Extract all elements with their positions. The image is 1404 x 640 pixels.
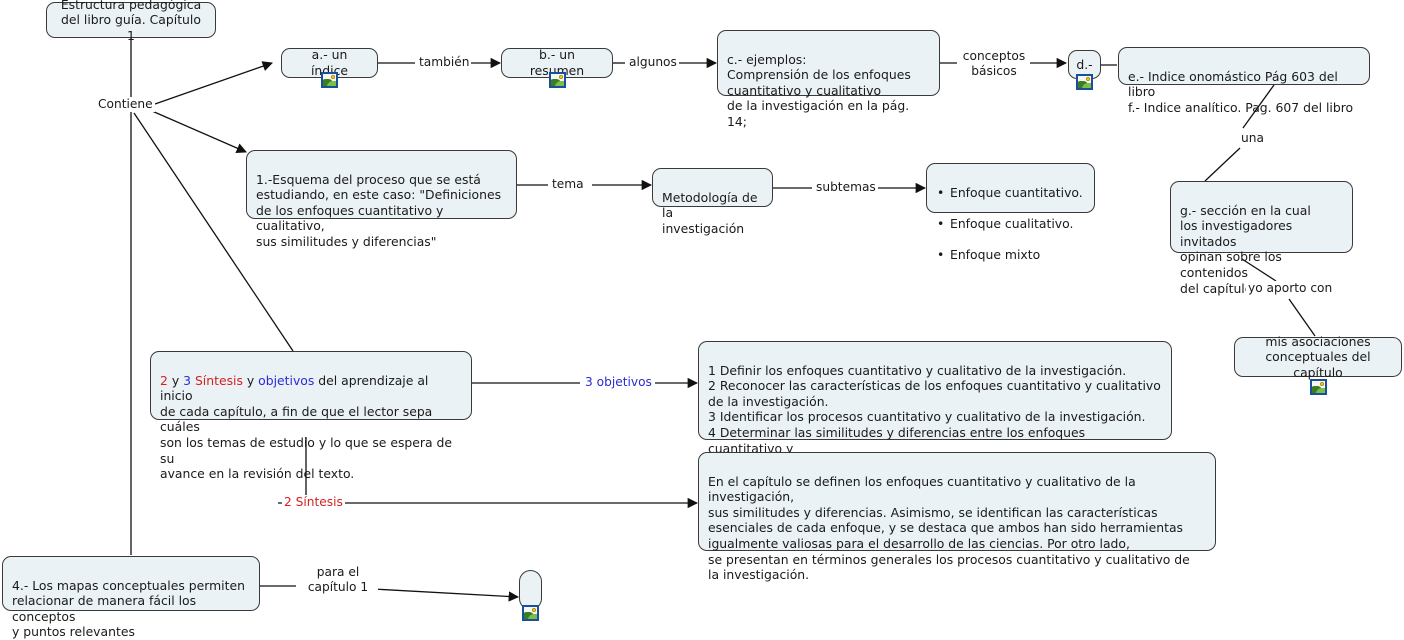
- list-item: Enfoque cuantitativo.: [937, 185, 1086, 201]
- node-d[interactable]: d.-: [1068, 50, 1101, 79]
- node-d-label: d.-: [1076, 56, 1093, 72]
- edge-label-tres-objetivos: 3 objetivos: [583, 375, 654, 390]
- image-icon[interactable]: [1076, 74, 1093, 90]
- edge-label-subtemas: subtemas: [814, 180, 878, 195]
- sun-icon: [532, 608, 536, 612]
- edge-label-contiene: Contiene: [96, 97, 155, 112]
- node-asociaciones-label: mis asociaciones conceptuales del capítu…: [1265, 333, 1371, 380]
- node-indices-ef-label: e.- Indice onomástico Pág 603 del libro …: [1128, 68, 1354, 115]
- node-ejemplos[interactable]: c.- ejemplos: Comprensión de los enfoque…: [717, 30, 940, 129]
- edge-una-seccion: [1204, 147, 1241, 182]
- node-indice[interactable]: a.- un índice: [281, 47, 378, 78]
- list-item: Enfoque cualitativo.: [937, 216, 1086, 232]
- node-asociaciones[interactable]: mis asociaciones conceptuales del capítu…: [1234, 334, 1402, 380]
- edge-label-algunos: algunos: [627, 55, 679, 70]
- sintesis-objetivos-conj2: y: [242, 372, 259, 388]
- hill-right-icon: [327, 81, 336, 86]
- edge-label-conceptos-basicos: conceptos básicos: [958, 49, 1030, 78]
- node-subtemas-list[interactable]: Enfoque cuantitativo. Enfoque cualitativ…: [926, 163, 1095, 262]
- hill-right-icon: [1316, 388, 1325, 393]
- node-indice-label: a.- un índice: [310, 47, 349, 78]
- sun-icon: [559, 75, 563, 79]
- node-indices-ef[interactable]: e.- Indice onomástico Pág 603 del libro …: [1118, 47, 1370, 115]
- edge-parael-capitulo: [372, 588, 520, 602]
- edge-contiene-esquema: [151, 110, 247, 154]
- edge-contiene-indice: [154, 61, 273, 105]
- hill-right-icon: [528, 614, 537, 619]
- node-metodologia-label: Metodología de la investigación: [662, 189, 758, 236]
- edge-label-una: una: [1239, 131, 1266, 146]
- sintesis-objetivos-conj1: y: [167, 372, 184, 388]
- sintesis-objetivos-rest: del aprendizaje al inicio de cada capítu…: [160, 372, 453, 482]
- node-esquema[interactable]: 1.-Esquema del proceso que se está estud…: [246, 150, 517, 249]
- edge-yoaporto-asociaciones: [1288, 298, 1316, 337]
- hill-right-icon: [555, 81, 564, 86]
- sintesis-objetivos-num3: 3: [183, 372, 191, 388]
- node-root[interactable]: Estructura pedagógica del libro guía. Ca…: [46, 0, 216, 43]
- node-esquema-label: 1.-Esquema del proceso que se está estud…: [256, 171, 502, 249]
- node-mapas-label: 4.- Los mapas conceptuales permiten rela…: [12, 577, 245, 640]
- node-mapas[interactable]: 4.- Los mapas conceptuales permiten rela…: [2, 556, 260, 639]
- sintesis-objetivos-sintesis: Síntesis: [191, 372, 243, 388]
- list-item: Enfoque mixto: [937, 247, 1086, 263]
- edge-label-tambien: también: [417, 55, 472, 70]
- sun-icon: [1320, 382, 1324, 386]
- hill-right-icon: [1082, 83, 1091, 88]
- image-icon[interactable]: [1310, 379, 1327, 395]
- node-resumen-label: b.- un resumen: [529, 47, 585, 78]
- node-sintesis-objetivos[interactable]: 2 y 3 Síntesis y objetivos del aprendiza…: [150, 351, 472, 481]
- image-icon[interactable]: [549, 72, 566, 88]
- image-icon[interactable]: [321, 72, 338, 88]
- node-sintesis-parrafo-label: En el capítulo se definen los enfoques c…: [708, 473, 1190, 583]
- node-metodologia[interactable]: Metodología de la investigación: [652, 168, 773, 236]
- node-root-label: Estructura pedagógica del libro guía. Ca…: [60, 0, 202, 43]
- node-objetivos-lista[interactable]: 1 Definir los enfoques cuantitativo y cu…: [698, 341, 1172, 471]
- edge-label-tema: tema: [550, 177, 586, 192]
- concept-map-canvas: Estructura pedagógica del libro guía. Ca…: [0, 0, 1404, 627]
- node-seccion-g[interactable]: g.- sección en la cual los investigadore…: [1170, 181, 1353, 296]
- node-ejemplos-label: c.- ejemplos: Comprensión de los enfoque…: [727, 51, 911, 129]
- sintesis-objetivos-objetivos: objetivos: [258, 372, 315, 388]
- sintesis-objetivos-num2: 2: [160, 372, 168, 388]
- node-capitulo1-empty[interactable]: [519, 570, 542, 610]
- sun-icon: [331, 75, 335, 79]
- edge-label-yo-aporto-con: yo aporto con: [1246, 281, 1335, 296]
- node-seccion-g-label: g.- sección en la cual los investigadore…: [1180, 202, 1311, 296]
- node-sintesis-parrafo[interactable]: En el capítulo se definen los enfoques c…: [698, 452, 1216, 582]
- image-icon[interactable]: [522, 605, 539, 621]
- edge-label-para-el-capitulo: para el capítulo 1: [298, 565, 378, 594]
- edge-label-dos-sintesis: 2 Síntesis: [282, 495, 345, 510]
- sun-icon: [1086, 77, 1090, 81]
